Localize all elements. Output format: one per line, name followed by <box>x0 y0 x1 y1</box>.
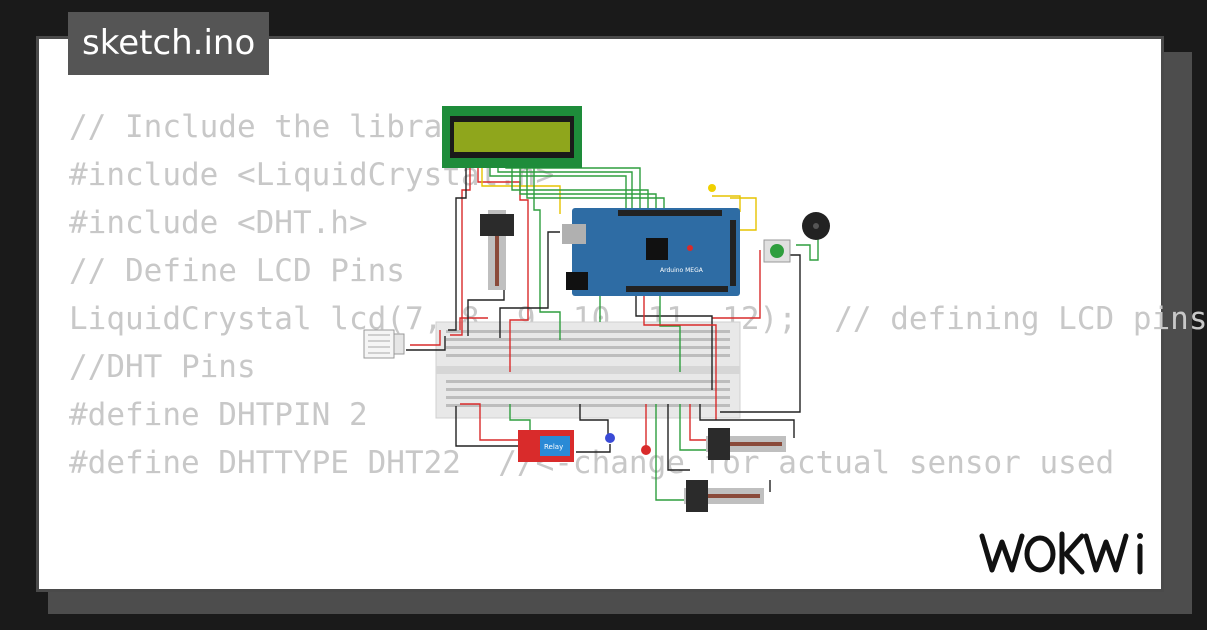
slide-potentiometer <box>706 428 786 460</box>
relay-module: Relay <box>518 430 574 462</box>
slide-potentiometer <box>480 210 514 290</box>
blue-led <box>605 433 615 443</box>
code-line: #define DHTPIN 2 <box>69 397 368 433</box>
file-name-tag: sketch.ino <box>68 12 270 75</box>
buzzer <box>802 212 830 240</box>
lcd-display <box>442 106 582 168</box>
code-line: //DHT Pins <box>69 349 256 385</box>
breadboard <box>435 321 741 419</box>
dht22-sensor <box>363 329 405 359</box>
code-line: // Define LCD Pins <box>69 253 405 289</box>
push-button <box>763 239 791 263</box>
relay-label: Relay <box>544 443 563 451</box>
yellow-led <box>708 184 716 192</box>
arduino-mega-board: Arduino MEGA <box>562 208 740 296</box>
slide-potentiometer <box>684 480 764 512</box>
red-led <box>641 445 651 455</box>
code-line: #include <DHT.h> <box>69 205 368 241</box>
board-label: Arduino MEGA <box>660 267 704 274</box>
wokwi-logo <box>979 531 1143 575</box>
